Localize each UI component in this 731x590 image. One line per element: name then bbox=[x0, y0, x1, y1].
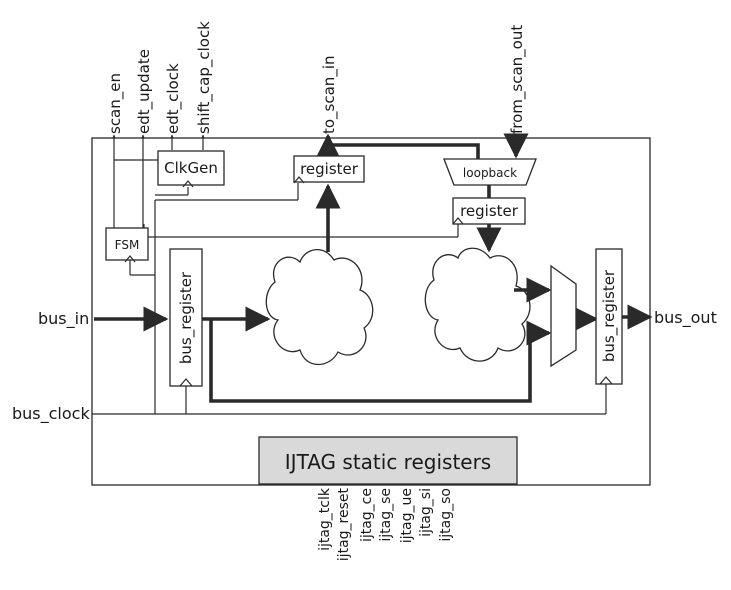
register-top-block: register bbox=[293, 155, 365, 184]
ijtag-label: IJTAG static registers bbox=[285, 450, 491, 474]
signal-ijtag-si: ijtag_si bbox=[418, 488, 434, 537]
fsm-block: FSM bbox=[105, 227, 149, 263]
register-right-block: register bbox=[452, 197, 526, 225]
ijtag-block: IJTAG static registers bbox=[258, 436, 518, 485]
signal-edt-clock: edt_clock bbox=[164, 63, 183, 134]
signal-ijtag-so: ijtag_so bbox=[438, 488, 454, 542]
logic-cloud-left bbox=[265, 249, 374, 366]
logic-cloud-right bbox=[424, 247, 531, 362]
mux-block bbox=[550, 264, 577, 368]
signal-from-scan-out: from_scan_out bbox=[508, 25, 527, 134]
register-top-label: register bbox=[300, 160, 359, 178]
signal-bus-out: bus_out bbox=[654, 308, 717, 328]
signal-bus-in: bus_in bbox=[38, 309, 89, 329]
signal-shift-cap-clock: shift_cap_clock bbox=[195, 21, 214, 134]
signal-ijtag-se: ijtag_se bbox=[378, 488, 394, 542]
signal-ijtag-ce: ijtag_ce bbox=[359, 488, 375, 542]
register-right-label: register bbox=[460, 202, 519, 220]
clkgen-block: ClkGen bbox=[157, 150, 225, 188]
clkgen-label: ClkGen bbox=[164, 159, 218, 177]
bus-register-right-block: bus_register bbox=[595, 248, 623, 385]
loopback-block: loopback bbox=[443, 158, 537, 186]
signal-ijtag-tclk: ijtag_tclk bbox=[317, 487, 333, 551]
fsm-label: FSM bbox=[115, 238, 140, 252]
signal-edt-update: edt_update bbox=[135, 49, 154, 134]
bus-register-left-block: bus_register bbox=[169, 248, 203, 387]
loopback-label: loopback bbox=[463, 166, 517, 180]
signal-scan-en: scan_en bbox=[106, 73, 125, 134]
bus-register-left-label: bus_register bbox=[177, 271, 196, 364]
bypass-path bbox=[209, 319, 552, 403]
signal-to-scan-in: to_scan_in bbox=[320, 56, 339, 135]
signal-ijtag-ue: ijtag_ue bbox=[399, 488, 415, 543]
bus-register-right-label: bus_register bbox=[600, 269, 619, 362]
signal-ijtag-reset: ijtag_reset bbox=[336, 488, 352, 562]
signal-bus-clock: bus_clock bbox=[12, 404, 90, 424]
